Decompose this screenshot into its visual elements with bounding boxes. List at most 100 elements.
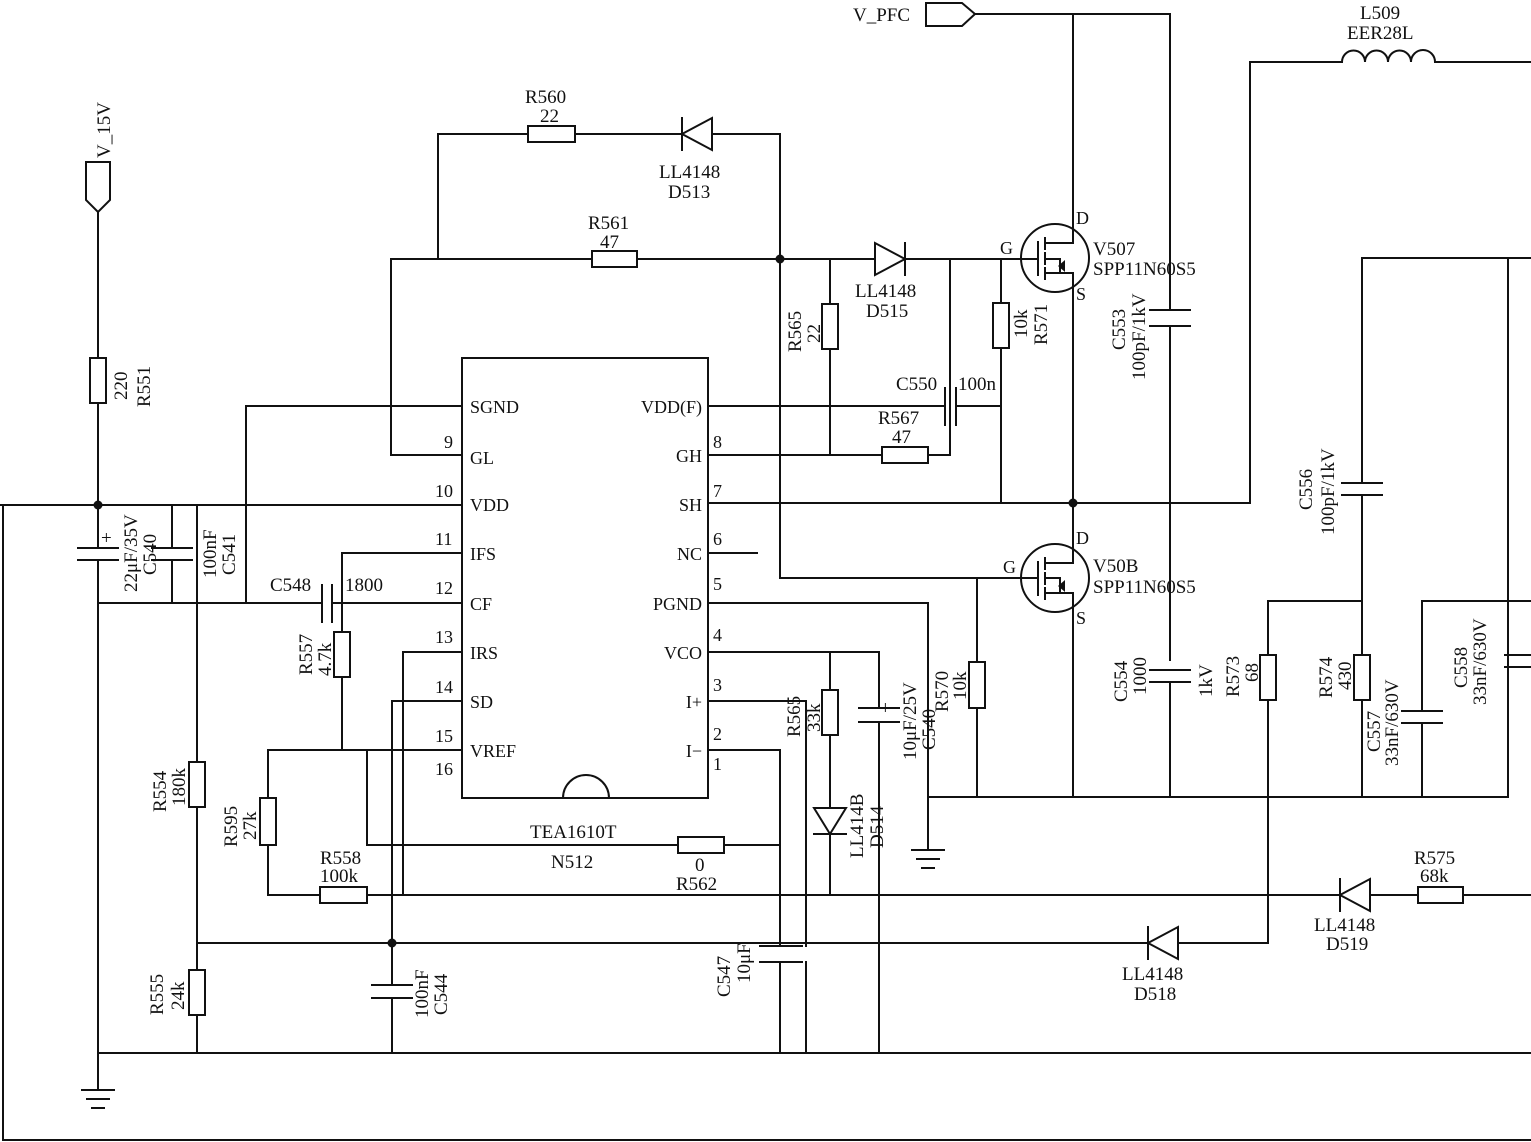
svg-text:GH: GH xyxy=(676,446,702,466)
diode-d519: LL4148 D519 xyxy=(1314,877,1375,955)
svg-text:SPP11N60S5: SPP11N60S5 xyxy=(1093,259,1196,280)
svg-text:R558: R558 xyxy=(320,848,361,869)
diode-d514: LL414B D514 xyxy=(812,794,888,858)
svg-text:L509: L509 xyxy=(1360,3,1400,24)
svg-text:1000: 1000 xyxy=(1130,657,1151,695)
svg-text:R555: R555 xyxy=(147,974,168,1015)
svg-text:R565: R565 xyxy=(784,696,805,737)
svg-text:D519: D519 xyxy=(1326,934,1368,955)
resistor-r575: R575 68k xyxy=(1414,848,1464,904)
ground-symbol-left xyxy=(81,1089,115,1109)
resistor-r560: R560 22 xyxy=(525,87,576,143)
svg-text:LL4148: LL4148 xyxy=(659,162,720,183)
svg-text:SD: SD xyxy=(470,692,493,712)
svg-text:V507: V507 xyxy=(1093,239,1135,260)
svg-text:R557: R557 xyxy=(296,634,317,675)
svg-text:47: 47 xyxy=(892,427,911,448)
resistor-r574: R574 430 xyxy=(1316,654,1371,701)
svg-text:C554: C554 xyxy=(1111,660,1132,702)
svg-text:IRS: IRS xyxy=(470,643,498,663)
svg-text:D515: D515 xyxy=(866,301,908,322)
mosfet-v508: D G S V50B SPP11N60S5 xyxy=(1003,528,1196,628)
svg-text:LL414B: LL414B xyxy=(847,794,868,858)
svg-text:R595: R595 xyxy=(221,806,242,847)
port-v-pfc: V_PFC xyxy=(853,1,977,27)
svg-text:6: 6 xyxy=(713,529,722,549)
resistor-r567: R567 47 xyxy=(878,408,929,464)
svg-text:R571: R571 xyxy=(1031,304,1052,345)
svg-text:5: 5 xyxy=(713,574,722,594)
svg-text:G: G xyxy=(1003,557,1016,577)
svg-text:SGND: SGND xyxy=(470,397,519,417)
svg-text:180k: 180k xyxy=(169,768,190,807)
resistor-r561: R561 47 xyxy=(588,213,638,268)
svg-text:4.7k: 4.7k xyxy=(315,642,336,676)
svg-text:22: 22 xyxy=(540,106,559,127)
capacitor-c547: C547 10μF xyxy=(714,943,803,997)
svg-text:G: G xyxy=(1000,238,1013,258)
svg-text:IFS: IFS xyxy=(470,544,496,564)
svg-text:R573: R573 xyxy=(1223,656,1244,697)
svg-text:S: S xyxy=(1076,284,1086,304)
svg-text:3: 3 xyxy=(713,675,722,695)
svg-text:C557: C557 xyxy=(1364,711,1385,752)
svg-text:C547: C547 xyxy=(714,956,735,997)
svg-text:16: 16 xyxy=(435,759,453,779)
diode-d513: LL4148 D513 xyxy=(659,116,720,203)
svg-text:R570: R570 xyxy=(932,671,953,712)
svg-text:LL4148: LL4148 xyxy=(1122,964,1183,985)
svg-text:14: 14 xyxy=(435,677,453,697)
svg-text:13: 13 xyxy=(435,627,453,647)
port-v-15v: V_15V xyxy=(85,102,115,214)
svg-text:10k: 10k xyxy=(950,671,971,700)
capacitor-c548: C548 1800 xyxy=(270,575,383,623)
svg-text:C540: C540 xyxy=(919,709,940,750)
svg-text:VREF: VREF xyxy=(470,741,516,761)
svg-text:68: 68 xyxy=(1242,663,1263,682)
svg-text:R575: R575 xyxy=(1414,848,1455,869)
resistor-r573: R573 68 xyxy=(1223,654,1277,701)
svg-text:R554: R554 xyxy=(150,770,171,812)
svg-text:D518: D518 xyxy=(1134,984,1176,1005)
svg-text:R560: R560 xyxy=(525,87,566,108)
svg-text:R565: R565 xyxy=(785,311,806,352)
svg-text:100pF/1kV: 100pF/1kV xyxy=(1318,448,1339,535)
svg-text:10: 10 xyxy=(435,481,453,501)
svg-text:68k: 68k xyxy=(1420,866,1449,887)
svg-text:NC: NC xyxy=(677,544,702,564)
svg-text:I+: I+ xyxy=(686,692,702,712)
svg-text:9: 9 xyxy=(444,432,453,452)
svg-text:12: 12 xyxy=(435,578,453,598)
svg-text:C544: C544 xyxy=(431,973,452,1015)
svg-text:LL4148: LL4148 xyxy=(855,281,916,302)
resistor-r570: R570 10k xyxy=(932,661,986,712)
svg-text:430: 430 xyxy=(1335,662,1356,691)
resistor-r558: R558 100k xyxy=(319,848,368,904)
svg-text:R562: R562 xyxy=(676,874,717,895)
svg-text:VDD(F): VDD(F) xyxy=(641,397,702,418)
resistor-r557: R557 4.7k xyxy=(296,631,351,678)
capacitor-c546: + 10μF/25V C540 xyxy=(858,682,940,760)
svg-text:33k: 33k xyxy=(804,703,825,732)
svg-text:1: 1 xyxy=(713,754,722,774)
svg-text:TEA1610T: TEA1610T xyxy=(530,822,617,843)
capacitor-c544: 100nF C544 xyxy=(371,969,452,1018)
svg-text:SH: SH xyxy=(679,495,702,515)
svg-text:10k: 10k xyxy=(1011,309,1032,338)
svg-text:D: D xyxy=(1076,528,1089,548)
svg-text:I−: I− xyxy=(686,741,702,761)
capacitor-c541: 100nF C541 xyxy=(151,529,240,578)
svg-text:D514: D514 xyxy=(867,805,888,848)
svg-text:220: 220 xyxy=(111,372,132,401)
svg-text:+: + xyxy=(880,698,891,719)
svg-text:V_PFC: V_PFC xyxy=(853,5,910,26)
svg-text:+: + xyxy=(101,528,112,549)
capacitor-c557: C557 33nF/630V xyxy=(1364,679,1443,766)
mosfet-v507: D G S V507 SPP11N60S5 xyxy=(1000,208,1196,304)
svg-text:S: S xyxy=(1076,608,1086,628)
capacitor-c550: C550 100n xyxy=(896,374,997,426)
svg-text:8: 8 xyxy=(713,432,722,452)
svg-text:C540: C540 xyxy=(140,534,161,575)
svg-text:100nF: 100nF xyxy=(200,529,221,578)
